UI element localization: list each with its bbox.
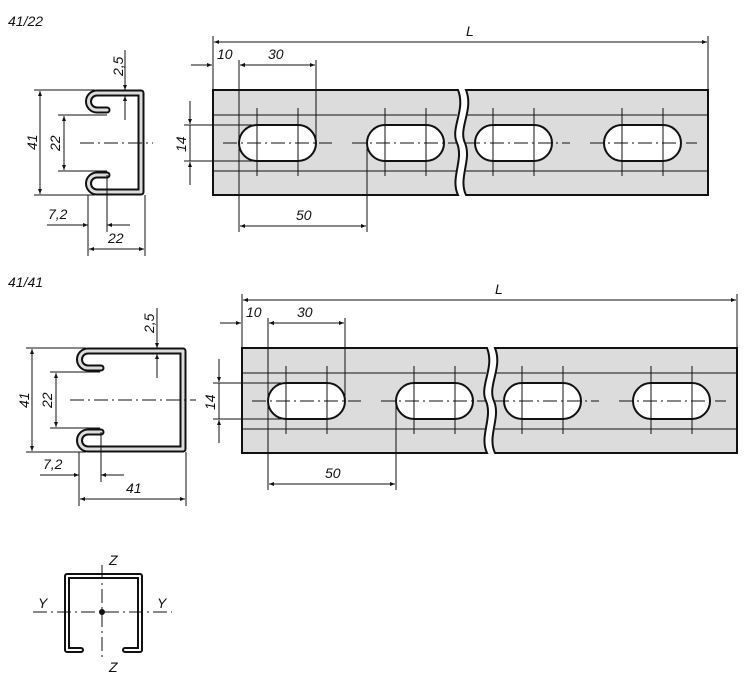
dim-opening: 22 (47, 135, 63, 152)
section-axes: Y Y Z Z (33, 552, 172, 675)
profile-41-41: 41 22 2,5 7,2 41 (16, 308, 196, 506)
dim-length: L (466, 23, 474, 39)
dim-slot-height-2: 14 (202, 394, 218, 410)
profile-41-22: 41 22 2,5 7,2 22 (24, 50, 153, 256)
dim-slot-length-2: 30 (297, 304, 313, 320)
axis-z-top: Z (108, 552, 118, 568)
dim-length-2: L (495, 281, 503, 297)
dim-lip: 7,2 (48, 206, 68, 222)
variant-label-41-22: 41/22 (8, 13, 43, 29)
dim-height-2: 41 (16, 392, 32, 408)
dim-slot-height: 14 (173, 136, 189, 152)
dim-width: 22 (107, 230, 124, 246)
dim-pitch: 50 (296, 207, 312, 223)
axis-z-bottom: Z (108, 659, 118, 675)
dim-edge-offset: 10 (217, 46, 233, 62)
centroid-point (99, 609, 105, 615)
axis-y-right: Y (157, 595, 168, 611)
dim-lip-2: 7,2 (43, 456, 63, 472)
dim-pitch-2: 50 (325, 465, 341, 481)
dim-width-2: 41 (126, 480, 142, 496)
dim-opening-2: 22 (39, 392, 55, 409)
dim-slot-length: 30 (268, 46, 284, 62)
dim-thickness: 2,5 (110, 56, 126, 77)
variant-label-41-41: 41/41 (8, 274, 43, 290)
dim-thickness-2: 2,5 (141, 313, 157, 334)
strip-41-22: L 10 30 50 14 (173, 23, 709, 232)
axis-y-left: Y (38, 595, 49, 611)
dim-height: 41 (24, 134, 40, 150)
dim-edge-offset-2: 10 (246, 304, 262, 320)
strip-41-41: L 10 30 50 14 (202, 281, 738, 490)
